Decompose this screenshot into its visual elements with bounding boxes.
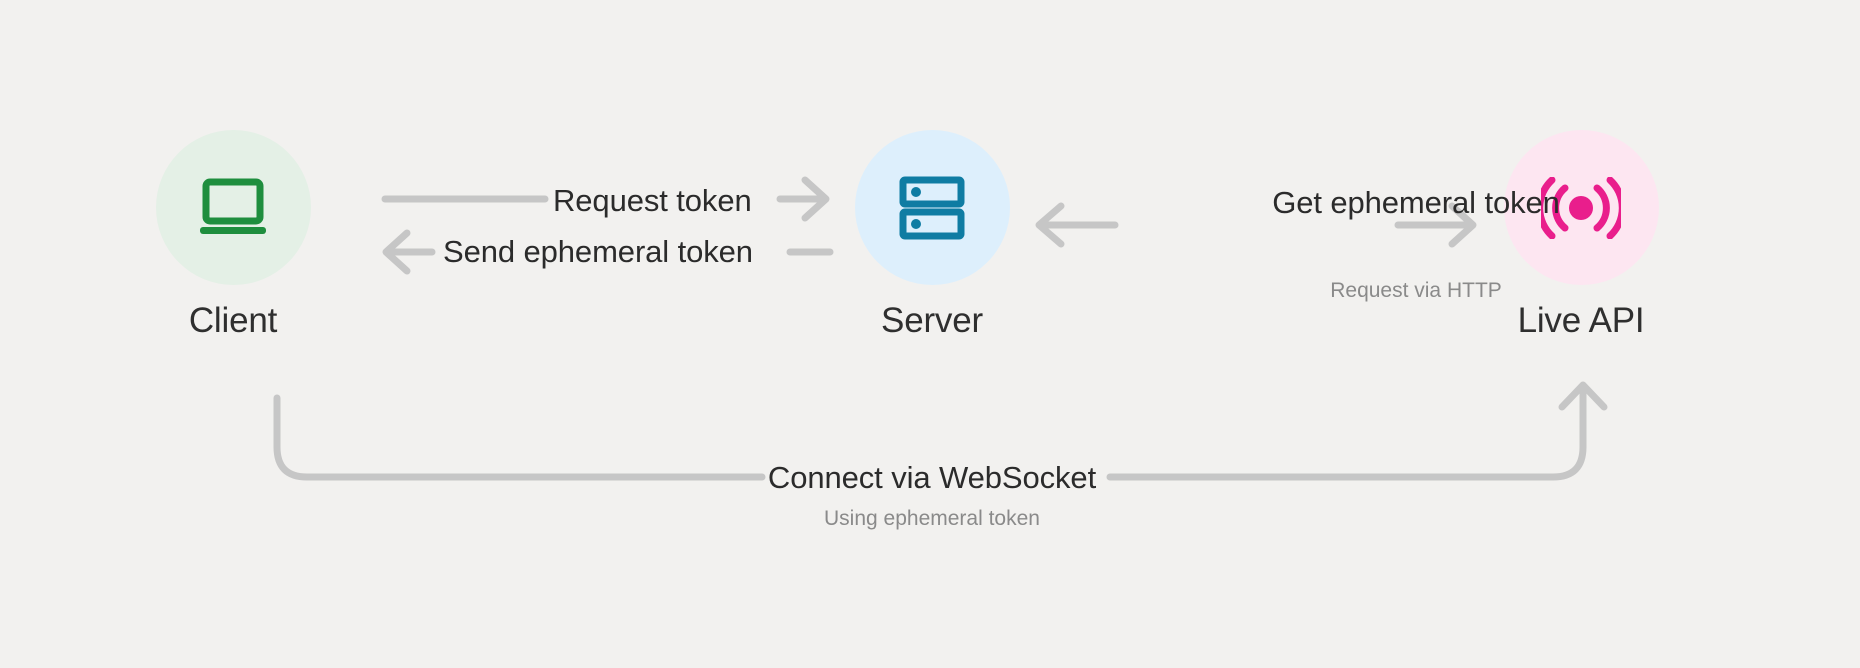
- broadcast-signal-icon: [1541, 176, 1621, 239]
- live-api-circle: [1503, 130, 1659, 285]
- node-label-client: Client: [188, 301, 278, 340]
- server-circle: [854, 130, 1010, 285]
- wire-request-token: [381, 176, 830, 222]
- wire-connect-websocket: [273, 381, 1608, 481]
- node-client[interactable]: Client: [133, 130, 333, 338]
- flow-label-connect-via-websocket: Connect via WebSocket: [767, 460, 1097, 495]
- flow-label-get-ephemeral-token: Get ephemeral token: [1272, 185, 1560, 220]
- node-label-server: Server: [881, 301, 983, 340]
- flow-sublabel-using-ephemeral-token: Using ephemeral token: [824, 507, 1040, 530]
- server-rack-icon: [899, 176, 965, 239]
- client-circle: [155, 130, 311, 285]
- laptop-icon: [200, 178, 266, 234]
- node-server[interactable]: Server: [832, 130, 1032, 338]
- node-label-live-api: Live API: [1517, 301, 1645, 340]
- wire-get-token-left: [1035, 202, 1119, 248]
- node-live-api[interactable]: Live API: [1481, 130, 1681, 338]
- flow-label-request-token: Request token: [553, 183, 752, 218]
- flow-label-send-ephemeral-token: Send ephemeral token: [443, 234, 753, 269]
- wire-get-token-right: [1394, 202, 1477, 248]
- flow-sublabel-request-via-http: Request via HTTP: [1330, 279, 1502, 302]
- wire-send-ephemeral-token: [382, 229, 834, 275]
